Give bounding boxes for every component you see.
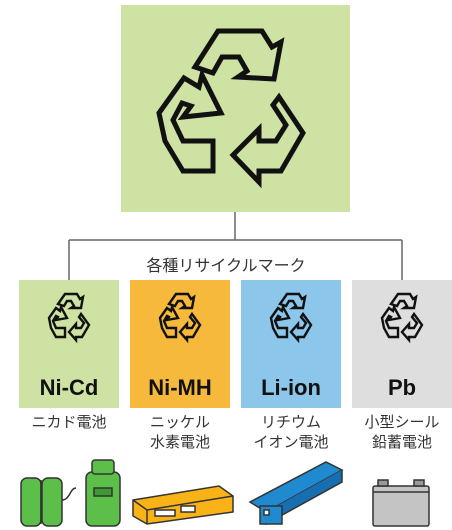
tile-liion: Li-ion <box>241 280 341 408</box>
tile-nicd: Ni-Cd <box>19 280 119 408</box>
main-recycle-symbol <box>121 5 350 212</box>
battery-name-nimh: ニッケル 水素電池 <box>149 413 210 451</box>
recycle-icon <box>47 292 91 344</box>
tile-code: Pb <box>387 375 417 400</box>
liion-phone-battery-icon <box>248 461 344 526</box>
tile-nimh: Ni-MH <box>130 280 230 408</box>
nicd-battery-pack-icon <box>20 459 121 527</box>
recycle-icon <box>380 292 424 344</box>
recycle-icon <box>158 292 202 344</box>
nimh-battery-stick-icon <box>132 485 234 525</box>
battery-name-nicd: ニカド電池 <box>31 413 107 431</box>
tile-code: Li-ion <box>261 375 321 400</box>
tile-code: Ni-Cd <box>39 375 99 400</box>
group-label: 各種リサイクルマーク <box>128 255 324 277</box>
battery-name-liion: リチウム イオン電池 <box>253 413 329 451</box>
recycle-icon <box>156 28 306 189</box>
lead-acid-battery-icon <box>372 479 430 527</box>
battery-name-pb: 小型シール 鉛蓄電池 <box>364 413 440 451</box>
tile-pb: Pb <box>352 280 452 408</box>
recycle-icon <box>269 292 313 344</box>
tile-code: Ni-MH <box>148 375 212 400</box>
